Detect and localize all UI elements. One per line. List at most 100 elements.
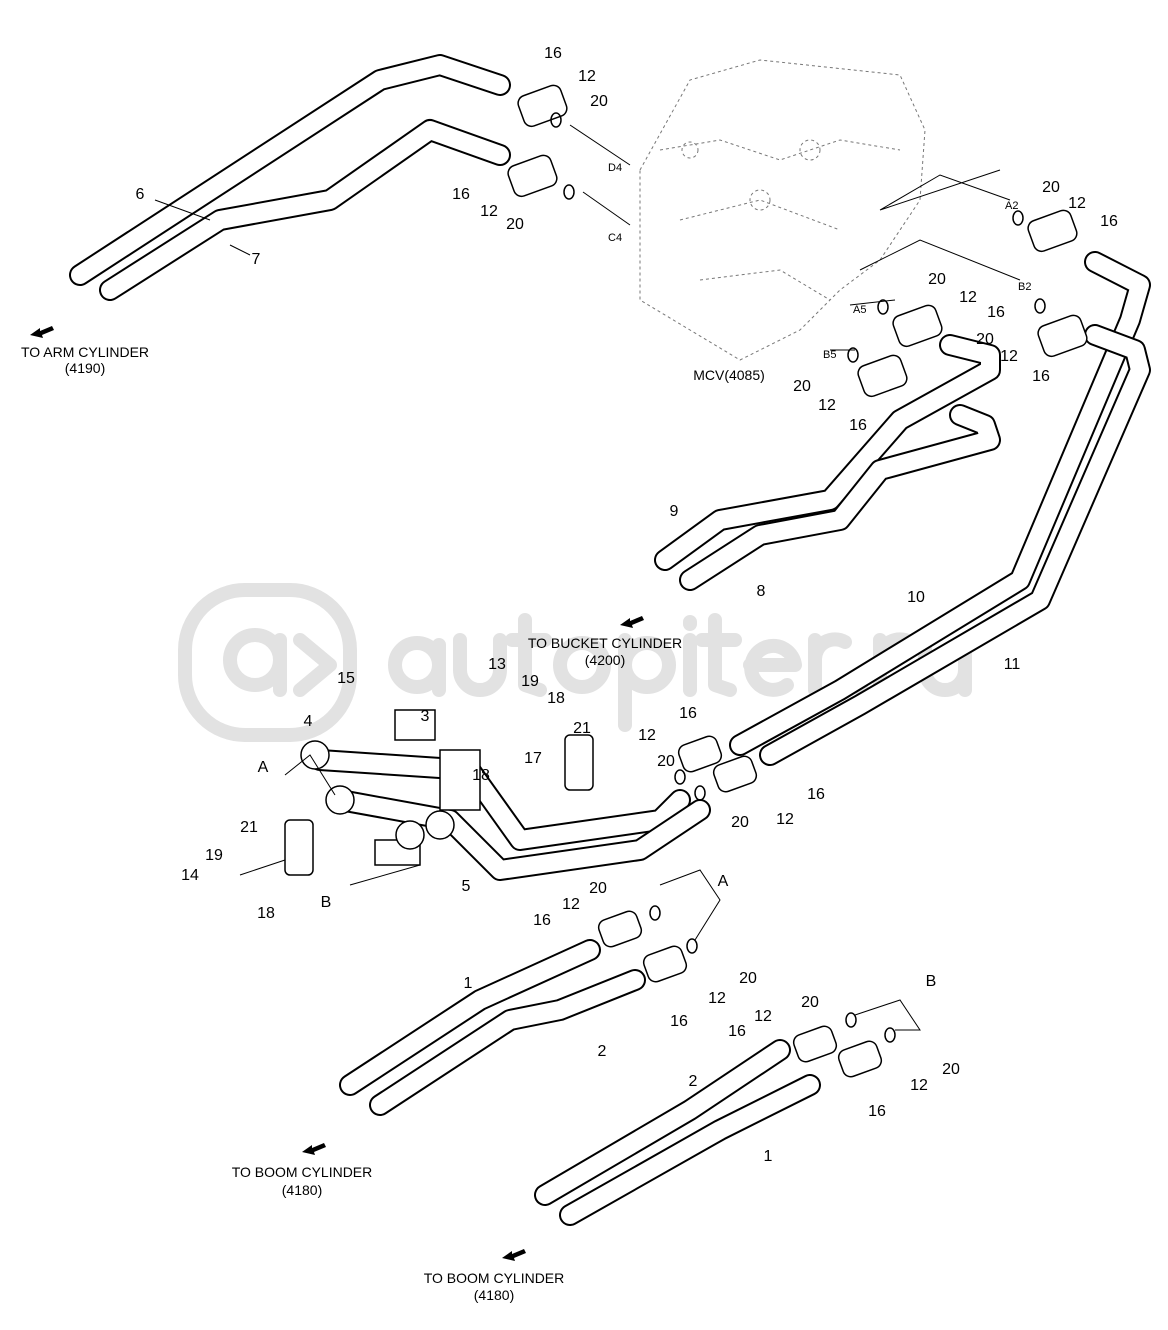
port-label: B2 bbox=[1018, 281, 1031, 293]
part-number-label: 20 bbox=[731, 814, 749, 831]
part-number-label: 19 bbox=[521, 673, 539, 690]
part-number-label: 16 bbox=[728, 1023, 746, 1040]
caption-arm-code: (4190) bbox=[65, 360, 105, 376]
hose-8 bbox=[679, 404, 1001, 591]
part-number-label: 5 bbox=[462, 878, 471, 895]
part-number-label: 20 bbox=[506, 216, 524, 233]
part-number-label: 12 bbox=[959, 289, 977, 306]
part-number-label: 12 bbox=[818, 397, 836, 414]
part-number-label: 12 bbox=[708, 990, 726, 1007]
port-label: C4 bbox=[608, 232, 622, 244]
part-number-label: 14 bbox=[181, 867, 199, 884]
part-number-label: 3 bbox=[421, 708, 430, 725]
part-number-label: 19 bbox=[205, 847, 223, 864]
caption-boom-2-code: (4180) bbox=[474, 1287, 514, 1303]
port-label: A2 bbox=[1005, 200, 1018, 212]
part-number-label: 20 bbox=[589, 880, 607, 897]
part-number-label: 18 bbox=[472, 767, 490, 784]
part-number-label: 1 bbox=[464, 975, 473, 992]
part-number-label: 20 bbox=[801, 994, 819, 1011]
caption-boom-2: TO BOOM CYLINDER (4180) bbox=[424, 1270, 565, 1303]
part-number-label: 20 bbox=[657, 753, 675, 770]
caption-bucket-title: TO BUCKET CYLINDER bbox=[528, 635, 682, 651]
direction-arrows bbox=[30, 326, 644, 1261]
part-number-label: 16 bbox=[849, 417, 867, 434]
part-number-label: 18 bbox=[257, 905, 275, 922]
hose-11 bbox=[759, 324, 1151, 766]
caption-bucket-code: (4200) bbox=[585, 652, 625, 668]
caption-boom-1-code: (4180) bbox=[282, 1182, 322, 1198]
caption-boom-1: TO BOOM CYLINDER (4180) bbox=[232, 1164, 373, 1198]
caption-arm-title: TO ARM CYLINDER bbox=[21, 344, 149, 360]
port-label: D4 bbox=[608, 162, 622, 174]
part-number-label: 2 bbox=[598, 1043, 607, 1060]
part-number-label: 21 bbox=[240, 819, 258, 836]
part-number-label: 12 bbox=[562, 896, 580, 913]
hose-2-lower bbox=[534, 1039, 791, 1206]
part-number-label: 12 bbox=[638, 727, 656, 744]
part-number-label: 12 bbox=[480, 203, 498, 220]
caption-arm: TO ARM CYLINDER (4190) bbox=[21, 344, 149, 376]
part-number-label: 12 bbox=[1068, 195, 1086, 212]
leader-lines bbox=[154, 124, 1021, 1031]
part-number-label: 16 bbox=[987, 304, 1005, 321]
caption-boom-1-title: TO BOOM CYLINDER bbox=[232, 1164, 373, 1180]
part-number-label: 20 bbox=[793, 378, 811, 395]
part-number-label: 16 bbox=[670, 1013, 688, 1030]
part-number-label: 20 bbox=[1042, 179, 1060, 196]
caption-boom-2-title: TO BOOM CYLINDER bbox=[424, 1270, 565, 1286]
hose-1-upper bbox=[339, 939, 601, 1096]
part-number-label: 11 bbox=[1004, 656, 1021, 673]
part-number-label: 12 bbox=[754, 1008, 772, 1025]
part-number-label: 16 bbox=[1032, 368, 1050, 385]
part-number-label: 7 bbox=[252, 251, 261, 268]
part-number-label: 20 bbox=[590, 93, 608, 110]
hose-1-lower bbox=[559, 1074, 821, 1226]
o-rings bbox=[550, 112, 1046, 1043]
watermark-logo bbox=[178, 583, 972, 742]
part-number-label: 8 bbox=[757, 583, 766, 600]
part-number-label: 13 bbox=[488, 656, 506, 673]
part-number-label: 16 bbox=[533, 912, 551, 929]
part-number-label: 10 bbox=[907, 589, 925, 606]
pipe-5 bbox=[329, 789, 711, 881]
part-number-label: 9 bbox=[670, 503, 679, 520]
part-number-label: 16 bbox=[1100, 213, 1118, 230]
part-number-label: 20 bbox=[976, 331, 994, 348]
part-number-label: 17 bbox=[524, 750, 542, 767]
part-number-label: 21 bbox=[573, 720, 591, 737]
part-number-label: 6 bbox=[136, 186, 145, 203]
mcv-valve-body bbox=[639, 59, 926, 361]
part-number-labels: 1612201612206720121620121620121620121698… bbox=[136, 45, 1118, 1165]
part-number-label: 12 bbox=[776, 811, 794, 828]
part-number-label: 16 bbox=[868, 1103, 886, 1120]
part-number-label: A bbox=[718, 873, 729, 890]
hose-9 bbox=[654, 334, 1001, 571]
port-label: A5 bbox=[853, 304, 866, 316]
hose-7 bbox=[99, 119, 511, 301]
hose-6 bbox=[69, 54, 511, 286]
part-number-label: 1 bbox=[764, 1148, 773, 1165]
port-label: B5 bbox=[823, 349, 836, 361]
hose-10 bbox=[729, 251, 1151, 756]
part-number-label: 16 bbox=[452, 186, 470, 203]
mcv-label: MCV(4085) bbox=[693, 367, 765, 383]
part-number-label: B bbox=[926, 973, 937, 990]
part-number-label: 15 bbox=[337, 670, 355, 687]
part-number-label: A bbox=[258, 759, 269, 776]
part-number-label: 20 bbox=[928, 271, 946, 288]
part-number-label: 12 bbox=[578, 68, 596, 85]
caption-bucket: TO BUCKET CYLINDER (4200) bbox=[528, 635, 682, 668]
part-number-label: 12 bbox=[1000, 348, 1018, 365]
part-number-label: 16 bbox=[807, 786, 825, 803]
part-number-label: 16 bbox=[544, 45, 562, 62]
pipe-4 bbox=[309, 749, 691, 851]
port-labels: D4 C4 A2 B2 A5 B5 bbox=[608, 162, 1031, 361]
part-number-label: 18 bbox=[547, 690, 565, 707]
part-number-label: 2 bbox=[689, 1073, 698, 1090]
part-number-label: 12 bbox=[910, 1077, 928, 1094]
part-number-label: 16 bbox=[679, 705, 697, 722]
hose-2-upper bbox=[369, 969, 646, 1116]
part-number-label: 20 bbox=[739, 970, 757, 987]
